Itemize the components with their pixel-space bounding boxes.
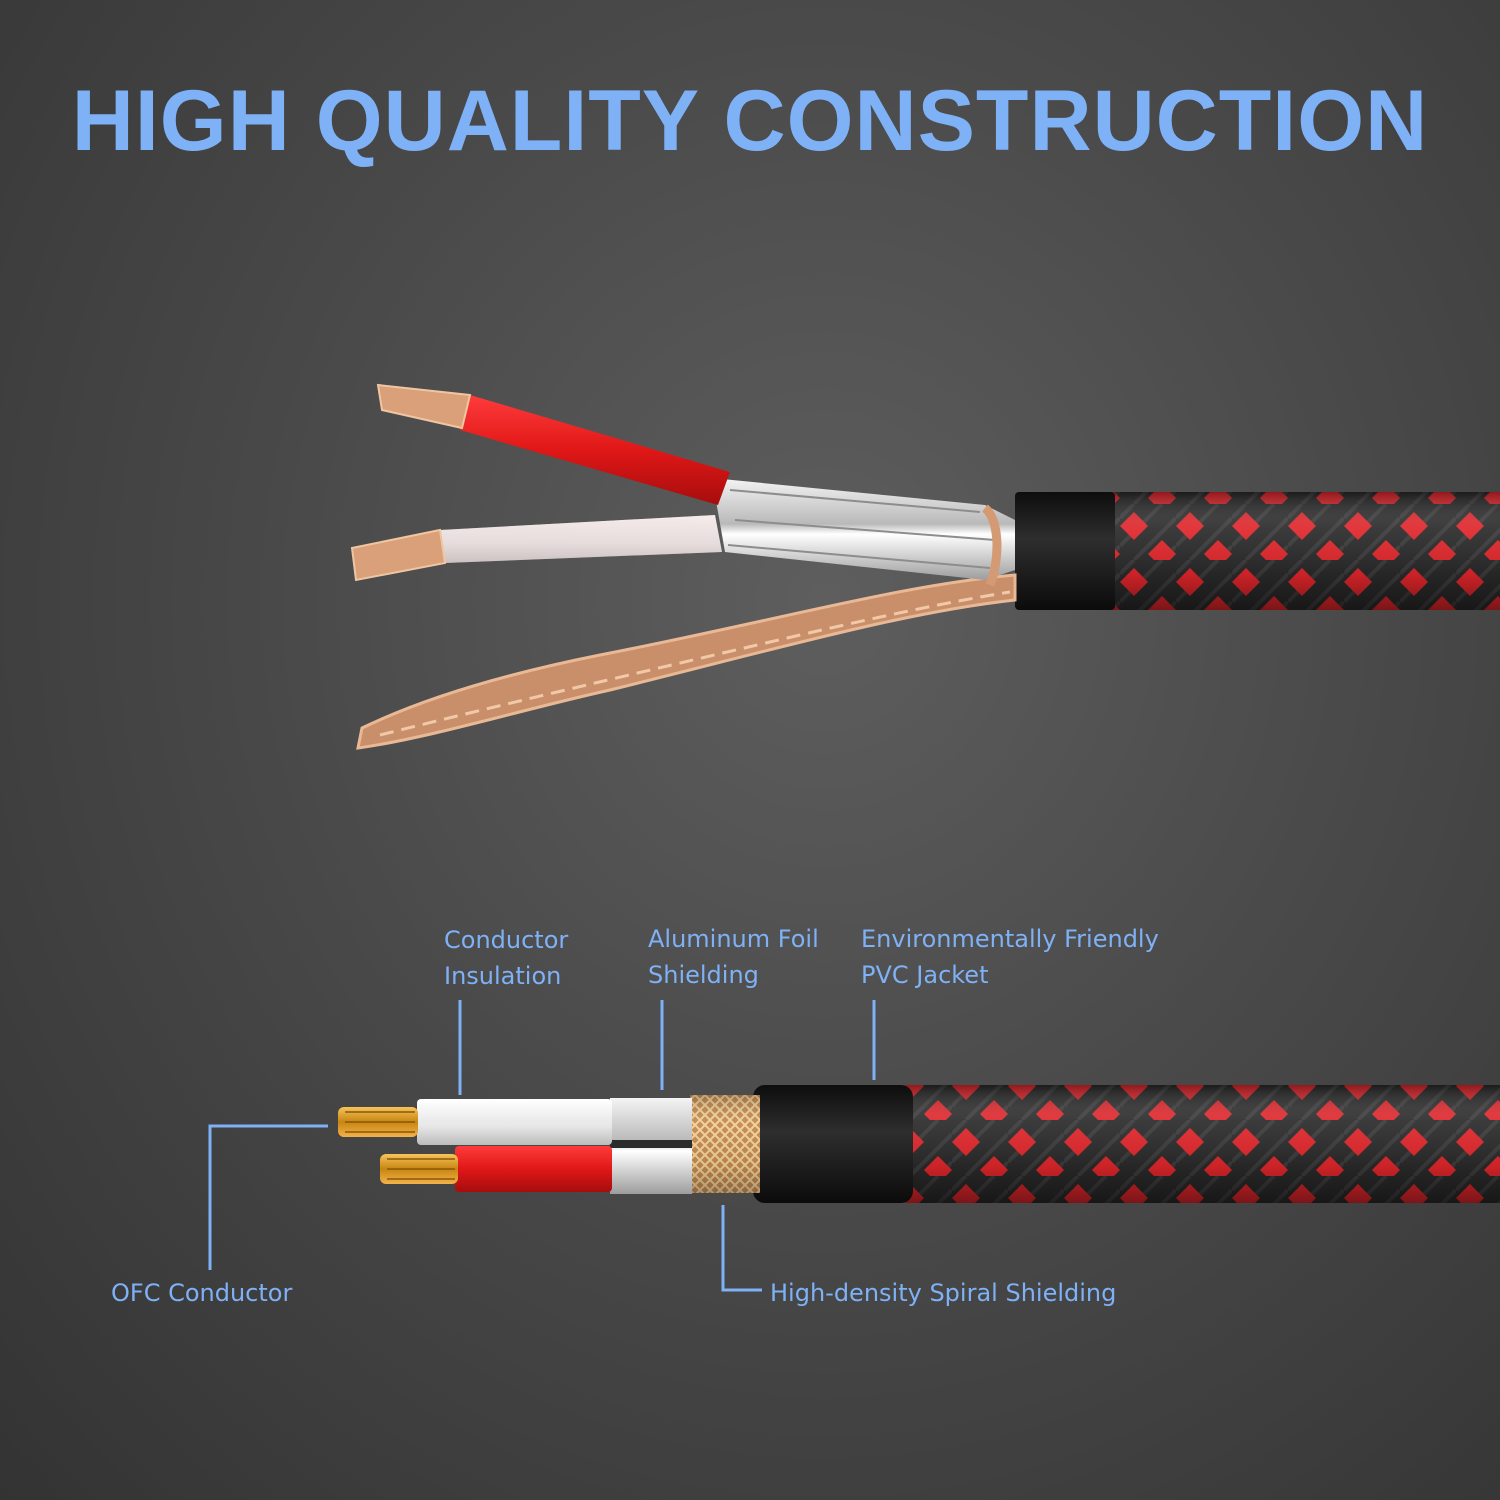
red-insulation: [455, 1146, 612, 1192]
leader-ofc: [208, 1124, 328, 1270]
cable-photo-top: [350, 383, 1500, 750]
leader-spiral: [721, 1205, 762, 1292]
red-wire-top: [460, 395, 730, 505]
white-wire-top: [440, 515, 722, 563]
label-aluminum-foil-shielding: Aluminum Foil Shielding: [648, 925, 819, 989]
leader-lines: [208, 1000, 876, 1292]
label-conductor-insulation: Conductor Insulation: [444, 926, 569, 990]
label-ofc-conductor: OFC Conductor: [111, 1279, 293, 1307]
pvc-jacket-band: [753, 1085, 913, 1203]
label-spiral-shielding: High-density Spiral Shielding: [770, 1279, 1117, 1307]
black-band-top: [1015, 492, 1115, 610]
white-insulation: [417, 1099, 612, 1145]
cable-diagram: [338, 1085, 1500, 1203]
label-pvc-jacket: Environmentally Friendly PVC Jacket: [861, 925, 1159, 989]
page-title: HIGH QUALITY CONSTRUCTION: [71, 73, 1429, 169]
